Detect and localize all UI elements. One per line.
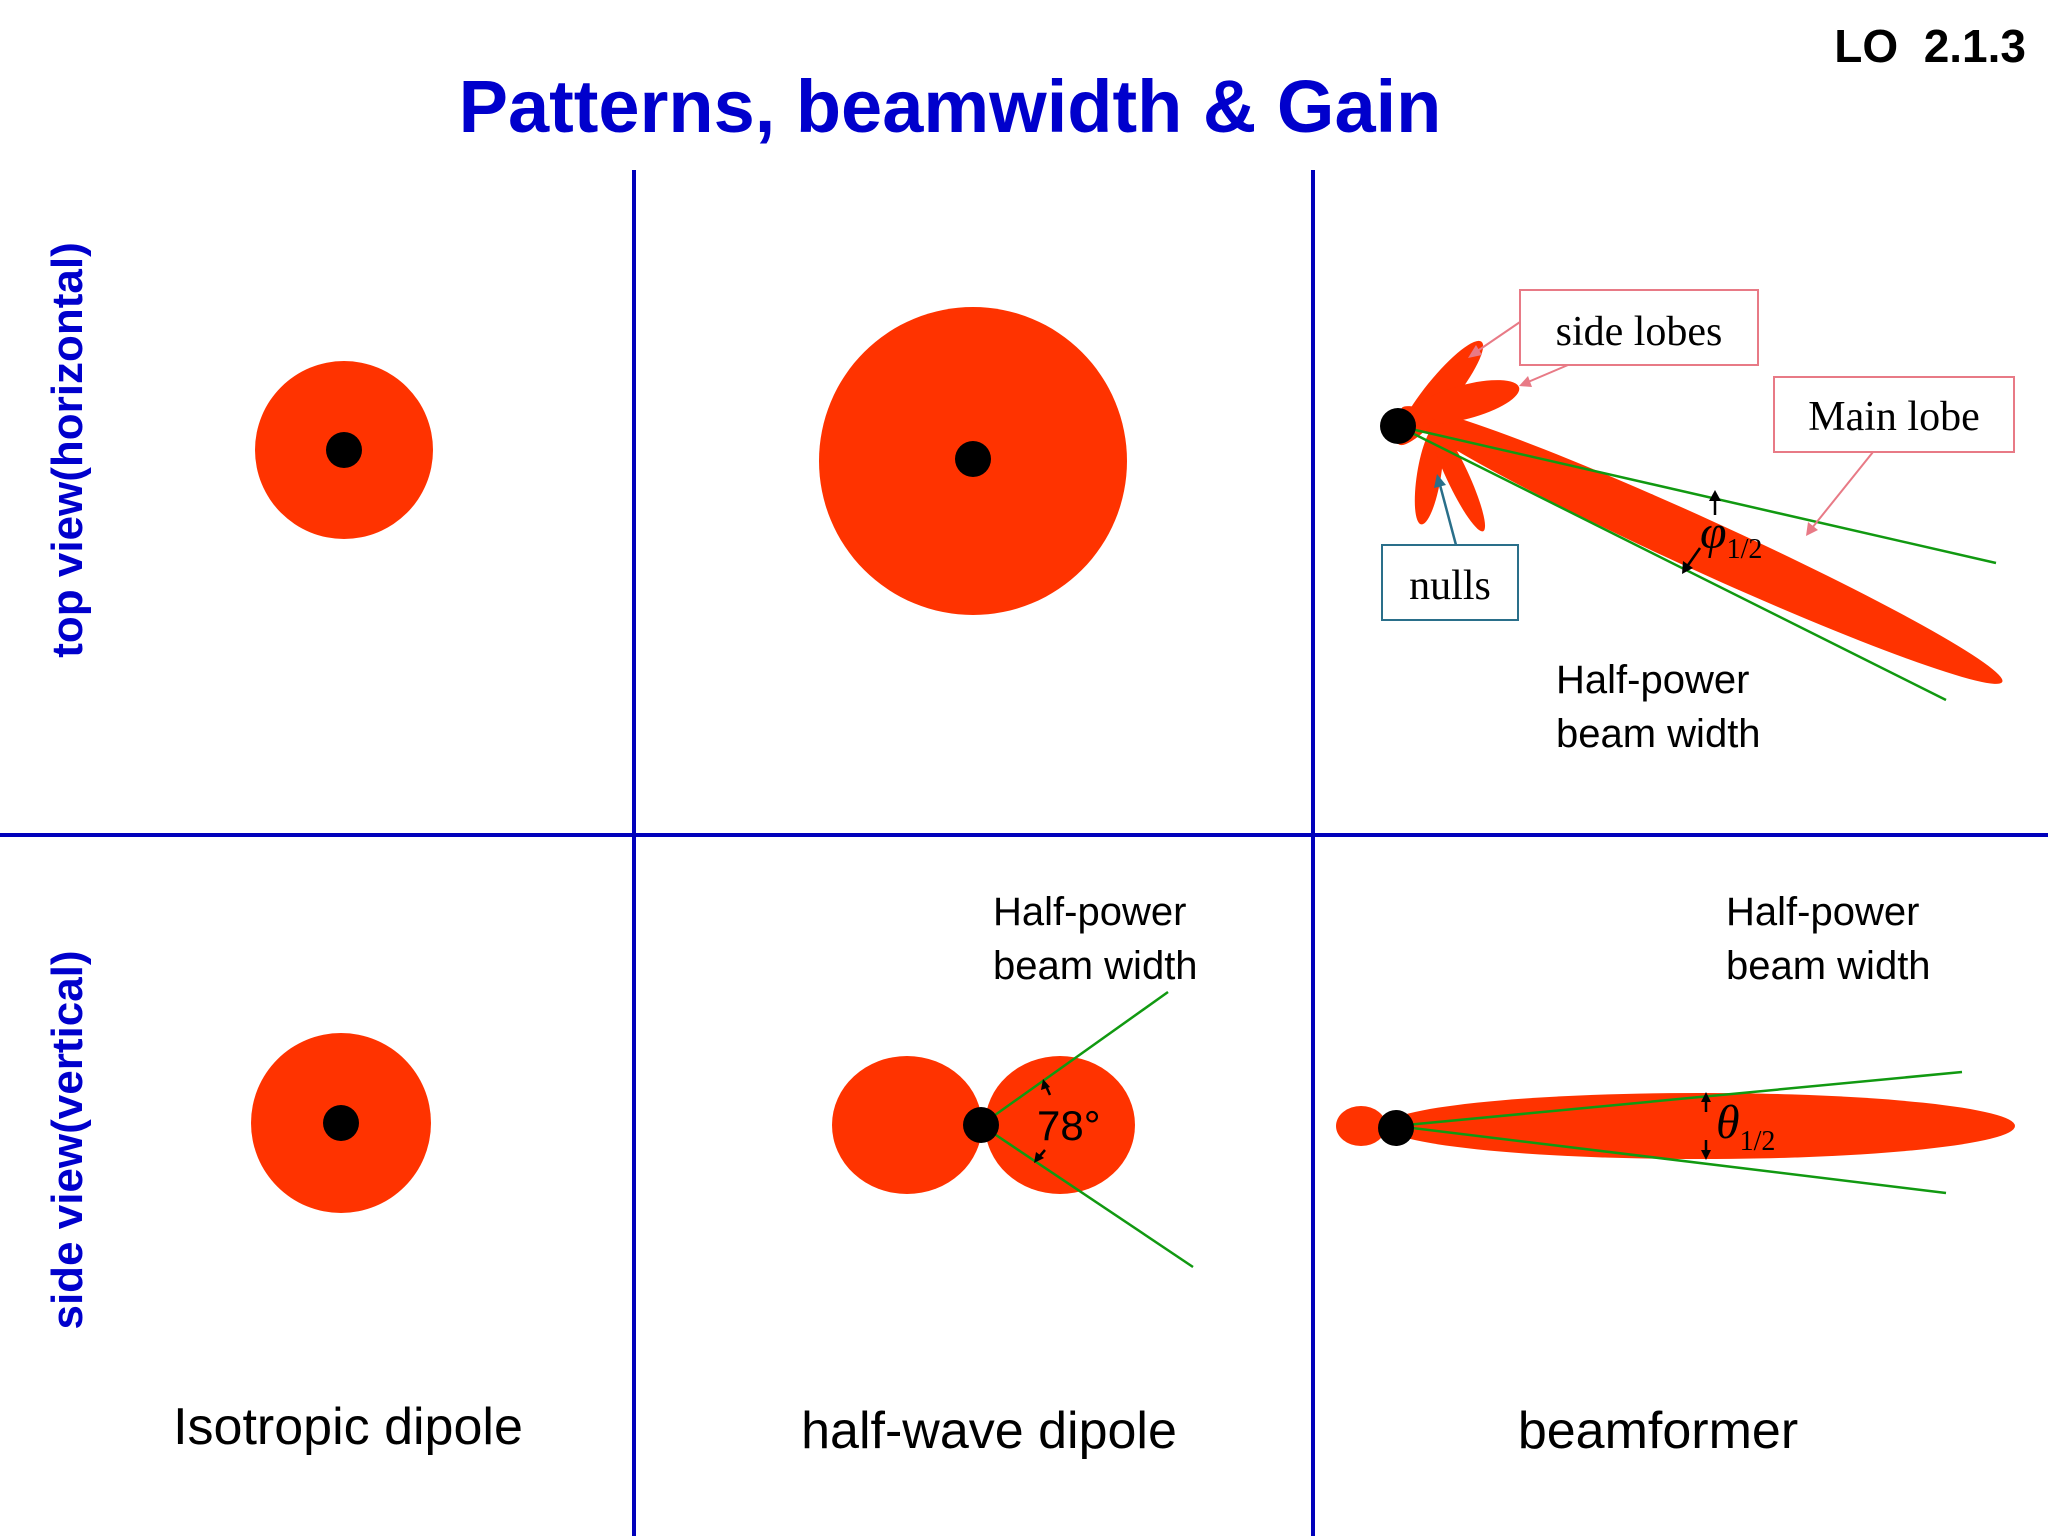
halfwave-top-antenna-dot [955,441,991,477]
slide-code: LO 2.1.3 [1834,20,2026,72]
side-lobes-box [1519,289,1759,366]
nulls-box [1381,544,1519,621]
halfwave-hpbw-line-upper [980,990,1169,1127]
main-lobe-pointer-head [1806,522,1818,536]
theta-arrow-down-head [1701,1150,1711,1160]
nulls-label: nulls [1409,563,1491,609]
side-lobes-pointer-2-head [1519,376,1532,387]
angle-78-label: 78° [1037,1102,1101,1149]
halfwave-angle-arrow-down-head [1034,1152,1044,1163]
beamformer-hpbw-line-lower [1395,1124,1947,1195]
theta-symbol: θ1/2 [1716,1096,1775,1157]
grid-lines [0,170,2048,1536]
side-lobes-label: side lobes [1556,309,1723,355]
isotropic-top-antenna-dot [326,432,362,468]
theta-arrow-up-head [1701,1092,1711,1102]
beamformer-top-pattern: φ1/2 [1380,340,2003,702]
main-lobe-box [1773,376,2015,453]
side-lobes-pointer-1-head [1468,345,1482,358]
phi-subscript: 1/2 [1727,534,1763,565]
hpbw-label-top-line1: Half-power [1556,658,1749,702]
main-lobe-pointer [1811,451,1874,529]
halfwave-side-lobe-right [985,1056,1135,1194]
side-lobes-pointer-1 [1475,321,1521,353]
column-label-isotropic: Isotropic dipole [173,1398,523,1456]
beamformer-side-back-lobe [1336,1106,1386,1146]
beamformer-top-antenna-dot [1380,408,1416,444]
row-label-side-view: side view(vertical) [43,950,92,1329]
hpbw-label-beamformer: Half-power beam width [1726,890,1931,988]
isotropic-side-pattern [251,1033,431,1213]
theta-subscript: 1/2 [1740,1126,1776,1157]
row-label-top-view: top view(horizontal) [43,242,92,658]
column-label-beamformer: beamformer [1518,1402,1798,1460]
halfwave-hpbw-line-lower [980,1123,1194,1269]
hpbw-line-top-upper [1397,424,1997,565]
isotropic-side-antenna-dot [323,1105,359,1141]
halfwave-top-pattern [819,307,1127,615]
nulls-pointer-head [1434,474,1446,488]
phi-symbol: φ1/2 [1700,506,1762,565]
beamformer-hpbw-line-upper [1395,1070,1963,1128]
column-label-halfwave: half-wave dipole [801,1402,1177,1460]
nulls-pointer [1438,484,1458,546]
hpbw-line-top-lower [1397,424,1947,702]
side-lobe-lower-2 [1428,418,1486,532]
beamformer-side-main-lobe [1385,1093,2015,1159]
halfwave-angle-arrow-up-head [1041,1079,1050,1090]
halfwave-side-lobe-left [832,1056,982,1194]
main-lobe-callout: Main lobe [1773,376,2015,536]
slide-title: Patterns, beamwidth & Gain [459,65,1442,148]
hpbw-label-halfwave: Half-power beam width [993,890,1198,988]
phi-arrow-up-head [1709,490,1721,501]
side-lobes-pointer-2 [1527,364,1569,383]
nulls-callout: nulls [1381,474,1519,621]
beamformer-side-pattern: θ1/2 [1336,1070,2015,1195]
hpbw-label-top-line2: beam width [1556,712,1761,756]
hpbw-label-halfwave-line1: Half-power [993,890,1186,934]
hpbw-label-top: Half-power beam width [1556,658,1761,756]
hpbw-label-beamformer-line2: beam width [1726,944,1931,988]
phi-arrow-down-head [1682,561,1693,574]
beamformer-side-antenna-dot [1378,1110,1414,1146]
hpbw-label-halfwave-line2: beam width [993,944,1198,988]
phi-arrow-down [1684,547,1702,569]
side-lobes-callout: side lobes [1468,289,1759,387]
halfwave-side-antenna-dot [963,1107,999,1143]
side-lobe-right [1410,380,1520,424]
halfwave-side-pattern: 78° [832,990,1194,1269]
main-lobe-shape [1401,406,2003,684]
hpbw-label-beamformer-line1: Half-power [1726,890,1919,934]
main-lobe-label: Main lobe [1808,394,1979,440]
isotropic-top-pattern [255,361,433,539]
